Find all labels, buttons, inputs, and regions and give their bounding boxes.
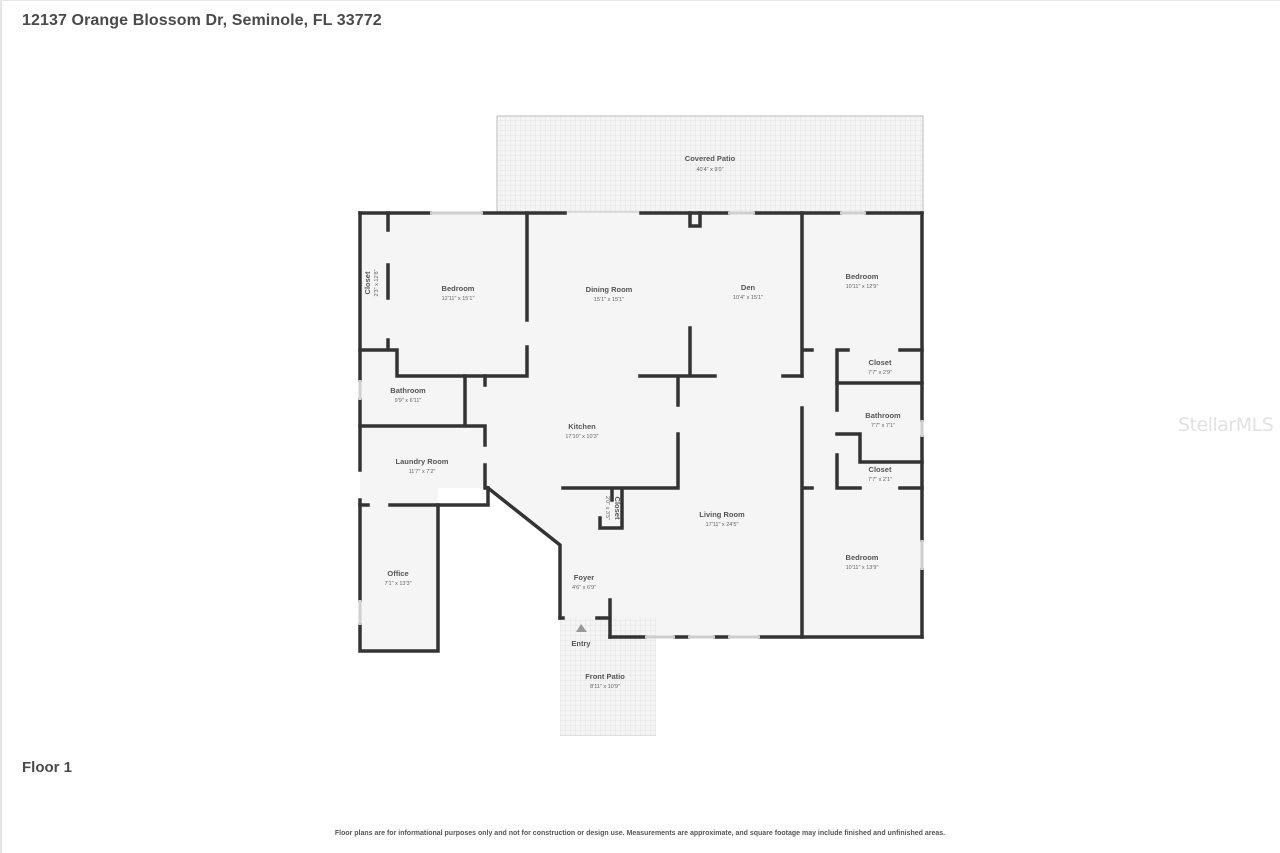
room-foyer: Foyer 4'6" x 6'9" <box>572 573 596 591</box>
room-living-room: Living Room 17'11" x 24'5" <box>699 510 745 528</box>
svg-text:Kitchen: Kitchen <box>568 422 596 431</box>
svg-text:12'11" x 15'1": 12'11" x 15'1" <box>442 296 475 302</box>
svg-text:7'7" x 2'1": 7'7" x 2'1" <box>868 477 892 483</box>
room-closet-ne: Closet 7'7" x 2'9" <box>868 358 892 376</box>
svg-text:Bedroom: Bedroom <box>442 284 475 293</box>
svg-text:Bathroom: Bathroom <box>390 386 426 395</box>
svg-text:7'7" x 2'9": 7'7" x 2'9" <box>868 370 892 376</box>
svg-text:Living Room: Living Room <box>699 510 745 519</box>
svg-text:7'1" x 13'3": 7'1" x 13'3" <box>384 581 411 587</box>
svg-text:Bedroom: Bedroom <box>846 272 879 281</box>
windows <box>358 211 924 639</box>
svg-text:Office: Office <box>387 569 408 578</box>
label-entry: Entry <box>571 639 591 648</box>
room-closet-nw: Closet 2'3" x 12'8" <box>363 269 380 296</box>
room-bedroom-ne: Bedroom 10'11" x 12'9" <box>846 272 879 290</box>
floor-label: Floor 1 <box>22 759 73 776</box>
svg-text:10'11" x 12'9": 10'11" x 12'9" <box>846 284 879 290</box>
svg-text:Front Patio: Front Patio <box>585 672 625 681</box>
room-dining-room: Dining Room 15'1" x 15'1" <box>586 285 633 303</box>
room-bathroom-e: Bathroom 7'7" x 7'1" <box>865 411 901 429</box>
svg-text:Foyer: Foyer <box>574 573 595 582</box>
svg-text:4'6" x 6'9": 4'6" x 6'9" <box>572 585 596 591</box>
svg-text:7'7" x 7'1": 7'7" x 7'1" <box>871 423 895 429</box>
interior-floor <box>360 213 922 651</box>
room-closet-e: Closet 7'7" x 2'1" <box>868 465 892 483</box>
svg-text:Covered Patio: Covered Patio <box>685 154 736 163</box>
svg-text:Closet: Closet <box>363 271 372 294</box>
room-covered-patio: Covered Patio 40'4" x 9'0" <box>685 154 736 173</box>
page-border-top <box>0 0 1280 1</box>
walls <box>358 211 924 653</box>
svg-text:Dining Room: Dining Room <box>586 285 633 294</box>
room-bathroom-w: Bathroom 9'9" x 6'11" <box>390 386 426 404</box>
svg-text:Laundry Room: Laundry Room <box>396 457 449 466</box>
svg-text:10'4" x 15'1": 10'4" x 15'1" <box>733 295 763 301</box>
svg-text:8'11" x 10'9": 8'11" x 10'9" <box>590 684 620 690</box>
svg-text:9'9" x 6'11": 9'9" x 6'11" <box>395 398 422 404</box>
room-closet-center: Closet 2'0" x 3'5" <box>604 496 622 520</box>
entry-arrow-icon <box>576 624 587 632</box>
page-border-left <box>0 0 2 853</box>
svg-text:11'7" x 7'2": 11'7" x 7'2" <box>409 469 436 475</box>
svg-text:Closet: Closet <box>869 358 892 367</box>
svg-text:40'4" x 9'0": 40'4" x 9'0" <box>696 167 723 173</box>
svg-text:10'11" x 13'9": 10'11" x 13'9" <box>846 565 879 571</box>
disclaimer-text: Floor plans are for informational purpos… <box>334 830 946 837</box>
covered-patio-area <box>496 115 924 213</box>
svg-text:Closet: Closet <box>613 497 622 520</box>
room-office: Office 7'1" x 13'3" <box>384 569 411 587</box>
room-den: Den 10'4" x 15'1" <box>733 283 763 301</box>
room-front-patio: Front Patio 8'11" x 10'9" <box>585 672 625 690</box>
svg-text:2'3" x 12'8": 2'3" x 12'8" <box>374 269 380 296</box>
room-bedroom-se: Bedroom 10'11" x 13'9" <box>846 553 879 571</box>
svg-text:15'1" x 15'1": 15'1" x 15'1" <box>594 297 624 303</box>
svg-text:2'0" x 3'5": 2'0" x 3'5" <box>604 496 610 520</box>
svg-text:17'11" x 24'5": 17'11" x 24'5" <box>706 522 739 528</box>
room-bedroom-nw: Bedroom 12'11" x 15'1" <box>442 284 475 302</box>
svg-text:17'10" x 10'3": 17'10" x 10'3" <box>565 434 598 440</box>
room-kitchen: Kitchen 17'10" x 10'3" <box>565 422 598 440</box>
room-laundry-room: Laundry Room 11'7" x 7'2" <box>396 457 449 475</box>
svg-text:Closet: Closet <box>869 465 892 474</box>
svg-text:Bedroom: Bedroom <box>846 553 879 562</box>
svg-text:Entry: Entry <box>571 639 591 648</box>
watermark-logo: StellarMLS <box>1178 414 1274 436</box>
svg-text:Bathroom: Bathroom <box>865 411 901 420</box>
svg-text:Den: Den <box>741 283 756 292</box>
property-address: 12137 Orange Blossom Dr, Seminole, FL 33… <box>22 12 382 29</box>
